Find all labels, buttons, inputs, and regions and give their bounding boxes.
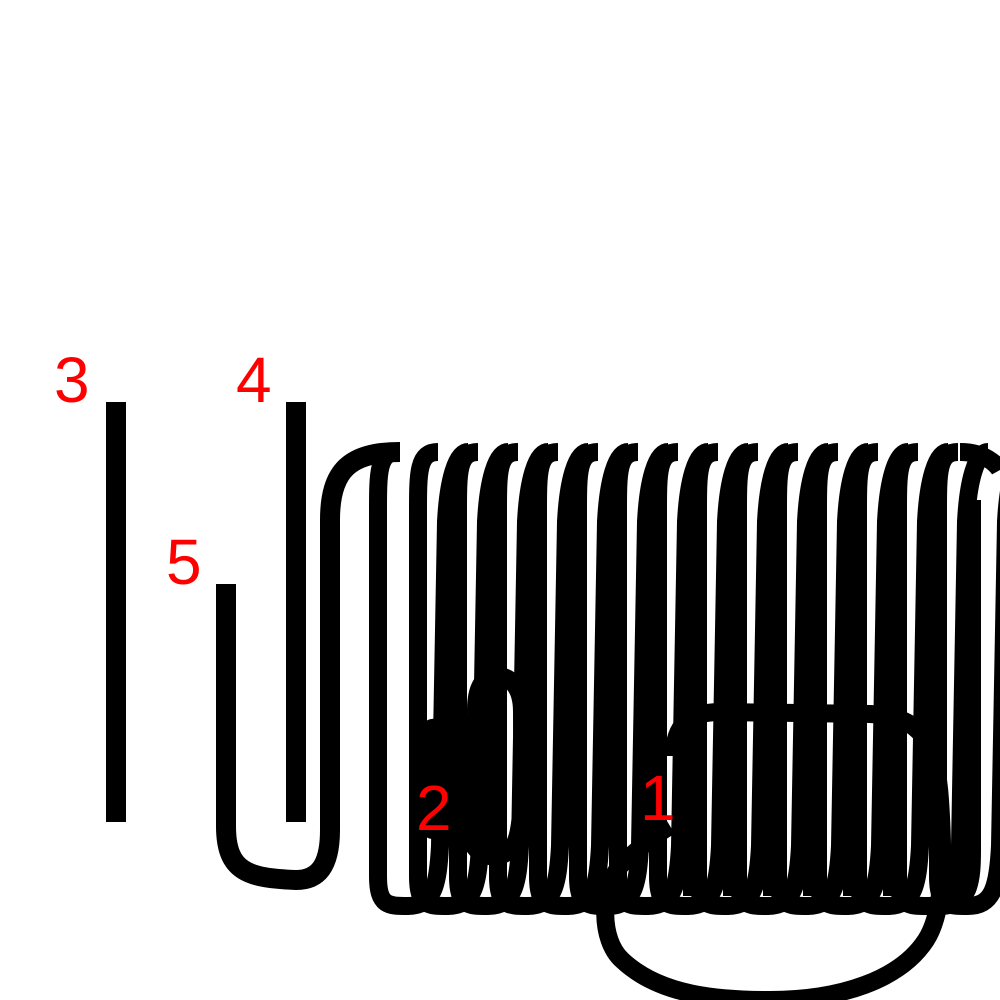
label-5: 5: [166, 526, 202, 598]
inner-loop: [423, 667, 532, 866]
loop-bar: [723, 716, 741, 896]
loop-bar: [843, 716, 861, 896]
label-4: 4: [236, 344, 272, 416]
label-2: 2: [416, 772, 452, 844]
label-1: 1: [640, 762, 676, 834]
wire-end-5-hook: [216, 442, 401, 890]
loop-bar: [763, 716, 781, 896]
loop-bar: [803, 716, 821, 896]
loop-bar: [883, 716, 901, 896]
coil-turn: [929, 443, 1000, 915]
bottom-loop-bars: [683, 716, 901, 896]
loop-bar: [683, 716, 701, 896]
label-3: 3: [54, 344, 90, 416]
